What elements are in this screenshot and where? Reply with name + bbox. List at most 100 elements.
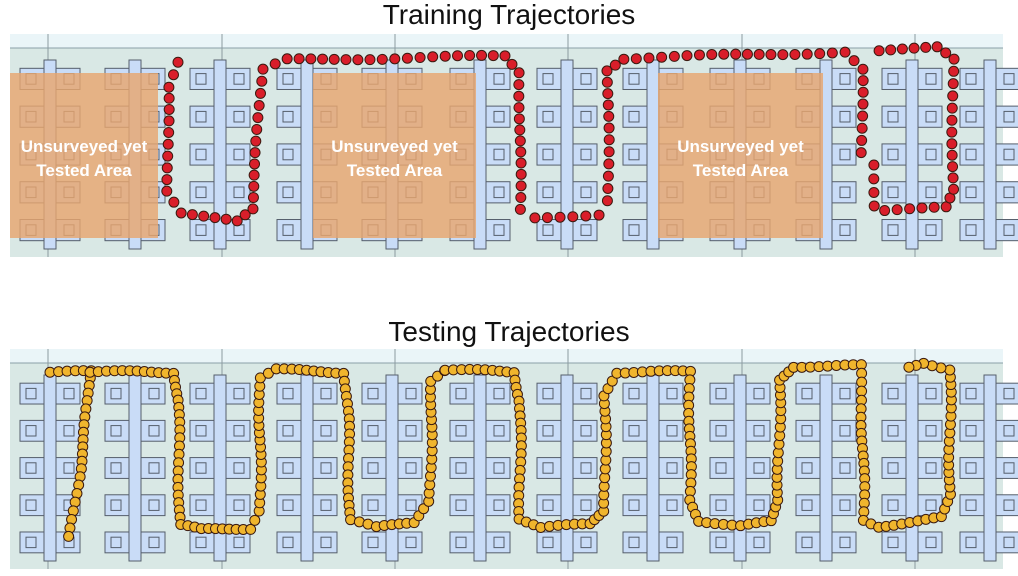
training-point (814, 48, 826, 60)
chair (63, 462, 75, 474)
testing-point (63, 530, 75, 542)
training-point (879, 205, 891, 217)
testing-trajectory-points (44, 357, 957, 542)
training-point (172, 56, 184, 68)
testing-point (249, 514, 261, 526)
chair (628, 425, 640, 437)
training-point (514, 124, 526, 136)
desk-spine (905, 59, 919, 250)
chair (666, 425, 678, 437)
chair (367, 536, 379, 549)
chair (887, 499, 899, 511)
chair (320, 536, 332, 549)
training-point (352, 54, 364, 66)
chair (628, 387, 640, 400)
chair (282, 186, 294, 199)
training-point (541, 212, 553, 224)
chair (282, 387, 294, 400)
training-point (220, 213, 232, 225)
chair (1003, 387, 1015, 400)
chair (839, 536, 851, 549)
training-point (602, 170, 614, 182)
chair (320, 387, 332, 400)
chair (839, 462, 851, 474)
chair (580, 186, 592, 199)
training-point (186, 209, 198, 221)
chair (195, 186, 207, 199)
chair (405, 499, 417, 511)
chair (195, 499, 207, 511)
chair (839, 224, 851, 236)
training-point (609, 59, 621, 71)
chair (1003, 224, 1015, 236)
chair (801, 536, 813, 549)
training-point (873, 45, 885, 57)
chair (233, 186, 245, 199)
chair (887, 110, 899, 123)
chair (801, 499, 813, 511)
training-point (946, 126, 958, 138)
chair (925, 186, 937, 199)
training-point (946, 114, 958, 126)
chair (965, 536, 977, 549)
chair (580, 425, 592, 437)
chair (542, 499, 554, 511)
training-point (643, 52, 655, 64)
chair (628, 73, 640, 85)
chair (839, 73, 851, 85)
chair (887, 186, 899, 199)
chair (405, 462, 417, 474)
chair (233, 110, 245, 123)
chair (965, 224, 977, 236)
training-point (602, 99, 614, 111)
chair (233, 425, 245, 437)
chair (25, 387, 37, 400)
chair (542, 387, 554, 400)
training-point (163, 81, 175, 93)
training-point (602, 182, 614, 194)
chair (405, 536, 417, 549)
training-point (656, 51, 668, 63)
chair (753, 462, 765, 474)
training-point (931, 41, 943, 53)
chair (628, 110, 640, 123)
training-point (340, 54, 352, 66)
chair (925, 536, 937, 549)
desk-spine (983, 59, 997, 250)
chair (320, 462, 332, 474)
training-point (514, 203, 526, 215)
training-point (765, 49, 777, 61)
testing-point (856, 376, 868, 388)
chair (282, 73, 294, 85)
chair (367, 425, 379, 437)
chair (195, 387, 207, 400)
chair (542, 462, 554, 474)
chair (715, 462, 727, 474)
chair (195, 110, 207, 123)
chair (965, 499, 977, 511)
training-point (868, 159, 880, 171)
untested-zone (658, 73, 823, 238)
chair (233, 224, 245, 236)
chair (753, 425, 765, 437)
training-point (250, 135, 262, 147)
training-point (515, 157, 527, 169)
training-point (668, 50, 680, 62)
chair (493, 462, 505, 474)
chair (233, 387, 245, 400)
chair (753, 387, 765, 400)
chair (493, 73, 505, 85)
chair (493, 110, 505, 123)
chair (405, 387, 417, 400)
chair (493, 536, 505, 549)
chair (110, 425, 122, 437)
chair (1003, 499, 1015, 511)
chair (1003, 73, 1015, 85)
chair (666, 387, 678, 400)
chair (63, 387, 75, 400)
training-point (464, 49, 476, 61)
chair (493, 499, 505, 511)
desk-spine (473, 374, 487, 562)
chair (839, 499, 851, 511)
chair (839, 387, 851, 400)
